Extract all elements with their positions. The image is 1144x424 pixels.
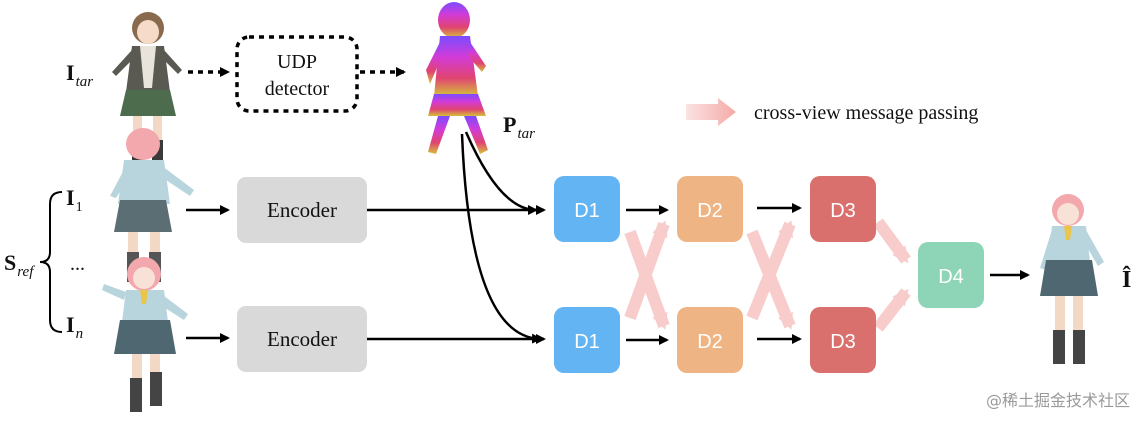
output-character-icon: [1040, 194, 1104, 364]
watermark: @稀土掘金技术社区: [986, 391, 1130, 410]
d2-bottom-box: [677, 307, 743, 373]
ref-front-view-icon: [102, 257, 188, 412]
d1-top-label: D1: [574, 200, 600, 222]
cross-view-arrows-stage1: [624, 220, 670, 330]
d4-box: [918, 242, 984, 308]
pose-curve-to-d1-top: [464, 131, 538, 215]
pose-curve-to-d1-bottom: [460, 133, 542, 344]
legend: [686, 98, 736, 126]
pose-label: Ptar: [503, 112, 535, 142]
d3-top-label: D3: [830, 200, 856, 222]
encoder-bottom-label: Encoder: [267, 327, 337, 351]
udp-detector-box: [235, 35, 359, 113]
d4-label: D4: [938, 266, 964, 288]
d2-top-box: [677, 176, 743, 242]
cross-view-arrows-stage2: [746, 220, 796, 330]
output-label: Î: [1122, 266, 1131, 293]
d1-bottom-label: D1: [574, 331, 600, 353]
pose-map-icon: [426, 2, 488, 154]
d3-bottom-label: D3: [830, 331, 856, 353]
cross-view-arrows-to-d4: [873, 218, 911, 332]
encoder-top-label: Encoder: [267, 198, 337, 222]
target-image-label: Itar: [66, 60, 93, 90]
encoder-bottom-box: [237, 306, 367, 372]
detector-line2: detector: [265, 78, 330, 100]
d2-top-label: D2: [697, 200, 723, 222]
ref-set-brace: [39, 191, 63, 333]
d2-bottom-label: D2: [697, 331, 723, 353]
d1-bottom-box: [554, 307, 620, 373]
ref1-label: I1: [66, 185, 83, 215]
message-passing-arrow-icon: [686, 98, 736, 126]
ref-ellipsis: ...: [70, 253, 85, 275]
d3-top-box: [810, 176, 876, 242]
d3-bottom-box: [810, 307, 876, 373]
legend-label: cross-view message passing: [754, 102, 978, 124]
detector-line1: UDP: [277, 51, 317, 73]
ref-back-view-icon: [110, 128, 194, 282]
encoder-top-box: [237, 177, 367, 243]
d1-top-box: [554, 176, 620, 242]
ref-set-label: Sref: [4, 250, 35, 280]
refn-label: In: [66, 312, 83, 342]
